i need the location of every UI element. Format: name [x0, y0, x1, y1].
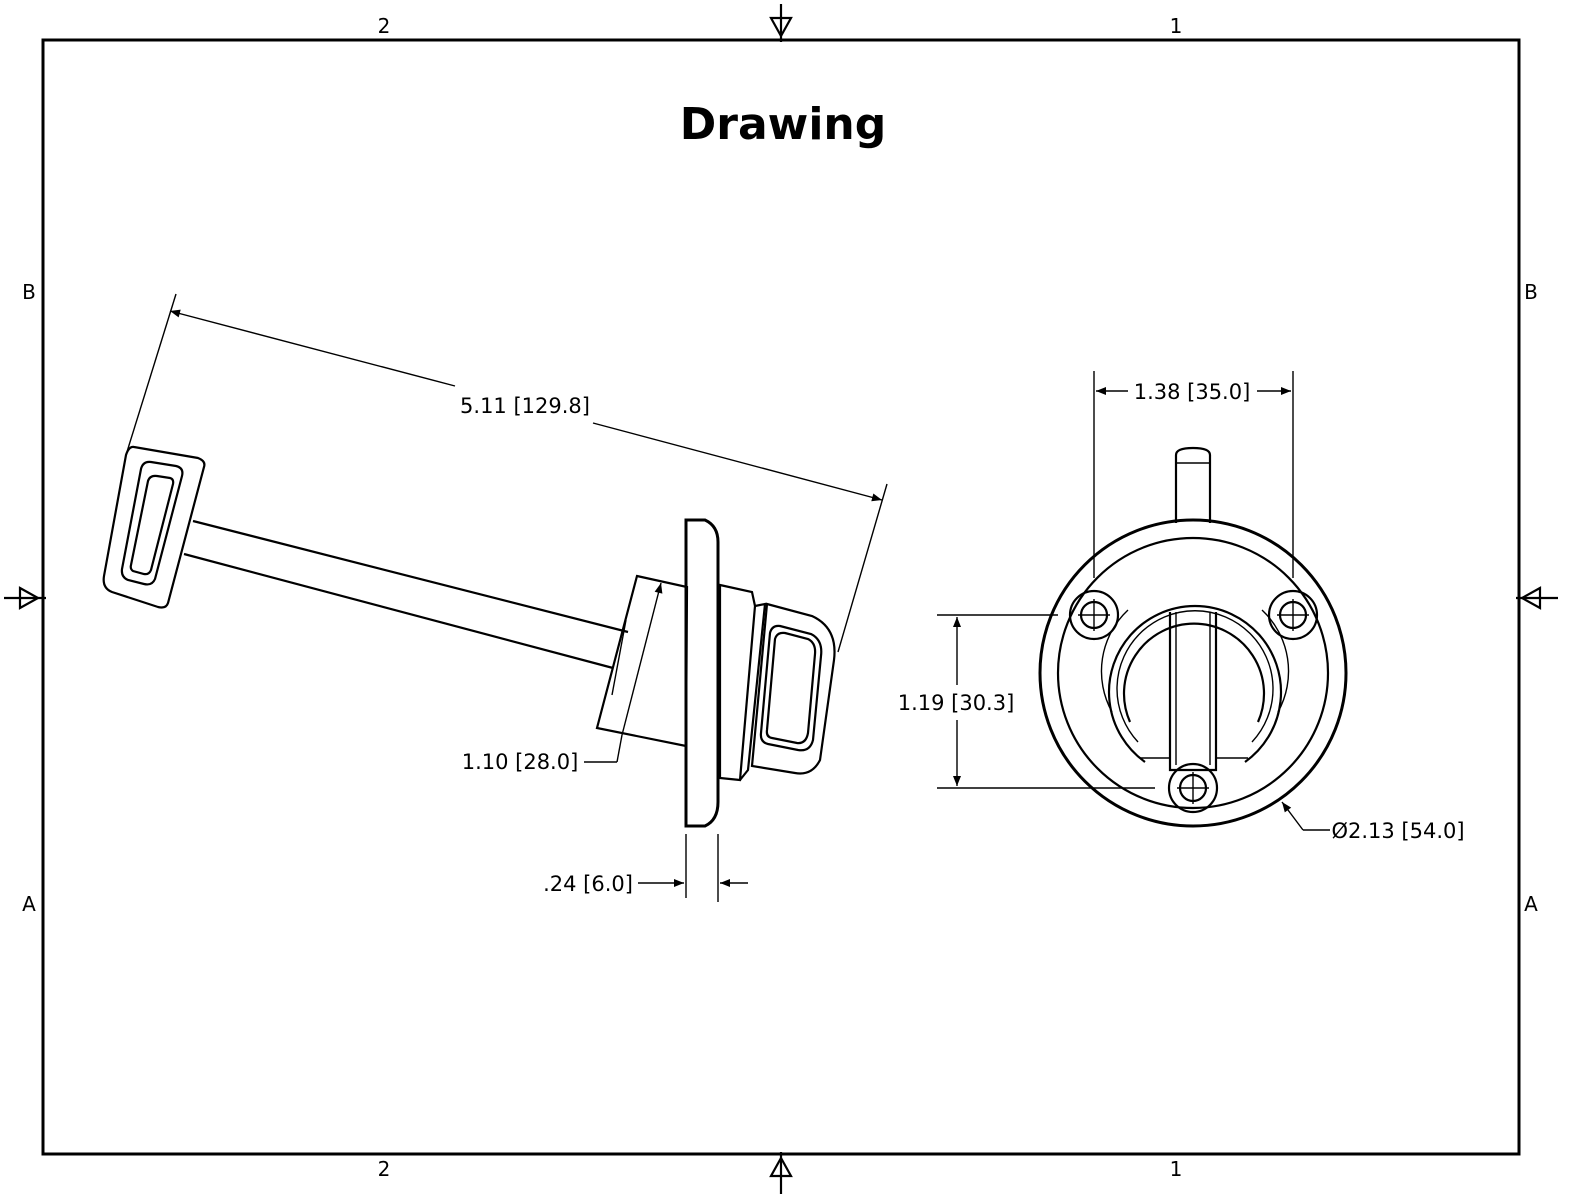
- zone-label-top-1: 1: [1170, 14, 1183, 38]
- zone-label-right-b: B: [1524, 280, 1538, 304]
- center-mark-right: [1516, 586, 1558, 610]
- drain-cap: [718, 583, 836, 782]
- dimension-label-flange-thickness: .24 [6.0]: [543, 872, 633, 896]
- zone-label-bottom-2: 2: [378, 1157, 391, 1181]
- dimension-overall-length: [125, 293, 888, 653]
- flange: [684, 518, 720, 828]
- top-tab: [1174, 446, 1212, 523]
- flange-inner-circle: [1056, 536, 1330, 810]
- zone-label-top-2: 2: [378, 14, 391, 38]
- zone-label-left-b: B: [22, 280, 36, 304]
- zone-label-left-a: A: [22, 892, 36, 916]
- dimension-body-height: [584, 582, 663, 763]
- dimension-vertical-spacing: [937, 614, 1155, 789]
- dimension-flange-thickness: [638, 834, 748, 902]
- dimension-label-overall-length: 5.11 [129.8]: [460, 394, 590, 418]
- border-frame: [41, 38, 1521, 1156]
- mounting-hole-left: [1068, 589, 1120, 641]
- front-view: 1.38 [35.0] 1.19 [30.3] Ø2.13 [54.0]: [898, 371, 1465, 843]
- center-mark-top: [769, 4, 793, 42]
- dimension-flange-diameter: [1281, 801, 1330, 831]
- dimension-label-flange-diameter: Ø2.13 [54.0]: [1331, 819, 1464, 843]
- dimension-hole-spacing: [1093, 371, 1294, 578]
- dimension-label-body-height: 1.10 [28.0]: [462, 750, 579, 774]
- drain-opening: [1100, 605, 1290, 763]
- grip-handle: [102, 445, 206, 609]
- drawing-title: Drawing: [680, 99, 886, 150]
- shaft: [183, 519, 629, 670]
- plug-body: [595, 574, 689, 748]
- dimension-label-vertical-spacing: 1.19 [30.3]: [898, 691, 1015, 715]
- mounting-hole-bottom: [1167, 762, 1219, 814]
- center-mark-bottom: [769, 1152, 793, 1194]
- center-handle: [1140, 612, 1248, 772]
- dimension-label-hole-spacing: 1.38 [35.0]: [1134, 380, 1251, 404]
- side-view: 5.11 [129.8] 1.10 [28.0] .24 [6.0]: [102, 293, 888, 902]
- center-mark-left: [4, 586, 46, 610]
- zone-label-right-a: A: [1524, 892, 1538, 916]
- flange-outer-circle: [1038, 518, 1348, 828]
- zone-label-bottom-1: 1: [1170, 1157, 1183, 1181]
- mounting-hole-right: [1267, 589, 1319, 641]
